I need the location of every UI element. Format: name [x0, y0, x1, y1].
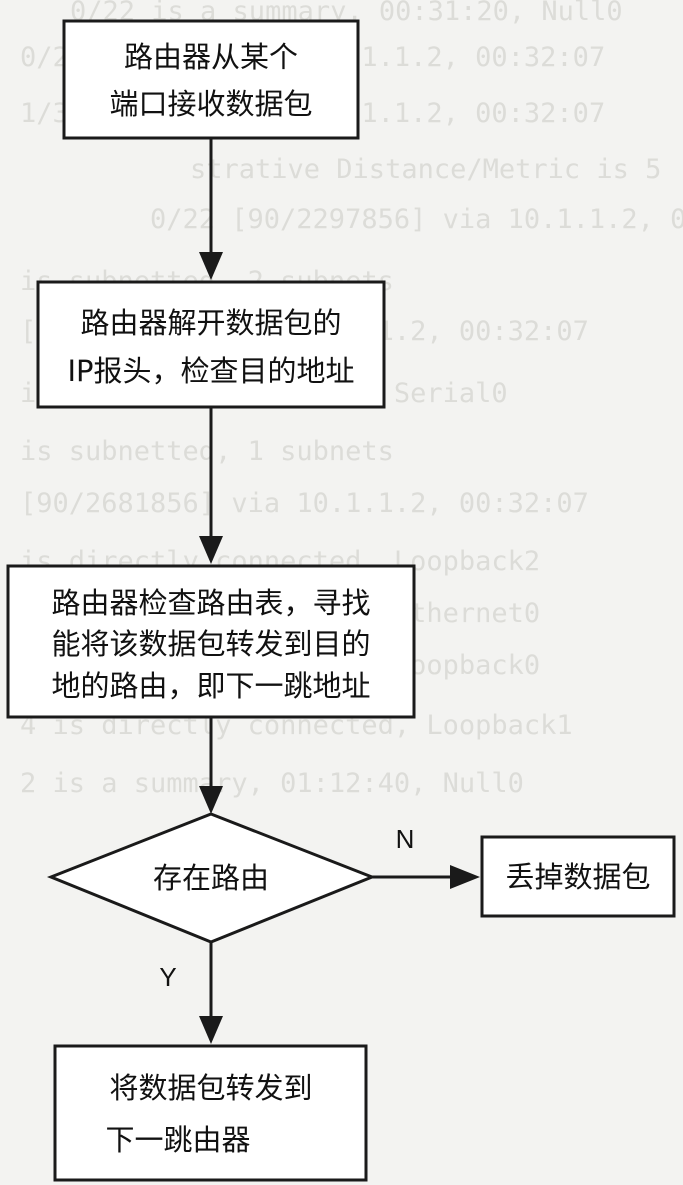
node-text-line: 下一跳由器: [105, 1123, 250, 1157]
bg-text-line: [90/2681856] via 10.1.1.2, 00:32:07: [20, 488, 589, 519]
bg-text-line: 0/22 [90/2297856] via 10.1.1.2, 00:32:07: [150, 204, 683, 235]
node-text-line: 端口接收数据包: [109, 87, 312, 121]
decision-route-exists: 存在路由: [46, 812, 377, 944]
branch-label-yes: Y: [159, 962, 176, 992]
node-text-line: 路由器从某个: [124, 40, 298, 74]
arrowhead-down: [199, 1016, 223, 1044]
node-text-line: 路由器检查路由表，寻找: [51, 586, 370, 620]
bg-text-line: strative Distance/Metric is 5: [190, 154, 661, 185]
process-box: [53, 1044, 368, 1182]
node-text-line: 丢掉数据包: [505, 860, 650, 894]
connectors: [199, 138, 480, 1044]
branch-label-no: N: [396, 824, 415, 854]
decision-text: 存在路由: [153, 861, 269, 895]
node-text-line: 地的路由，即下一跳地址: [51, 669, 370, 703]
process-box: [480, 835, 676, 918]
step-receive-packet: 路由器从某个 端口接收数据包: [62, 19, 360, 140]
step-forward-packet: 将数据包转发到 下一跳由器: [53, 1044, 368, 1182]
bg-text-line: is subnetted, 1 subnets: [20, 436, 394, 467]
arrowhead-right: [450, 865, 480, 889]
node-text-line: 能将该数据包转发到目的: [51, 627, 370, 661]
process-box: [62, 19, 360, 140]
arrowhead-down: [199, 786, 223, 814]
decision-diamond: [46, 812, 377, 944]
bg-text-line: 2 is a summary, 01:12:40, Null0: [20, 768, 524, 799]
process-box: [36, 280, 386, 409]
node-text-line: 将数据包转发到: [109, 1071, 312, 1105]
step-parse-ip-header: 路由器解开数据包的 IP报头，检查目的地址: [36, 280, 386, 409]
node-text-line: IP报头，检查目的地址: [67, 354, 354, 388]
step-lookup-routing-table: 路由器检查路由表，寻找 能将该数据包转发到目的 地的路由，即下一跳地址: [6, 564, 416, 719]
arrowhead-down: [199, 536, 223, 564]
process-box: [6, 564, 416, 719]
node-text-line: 路由器解开数据包的: [80, 306, 341, 340]
step-drop-packet: 丢掉数据包: [480, 835, 676, 918]
arrowhead-down: [199, 252, 223, 280]
